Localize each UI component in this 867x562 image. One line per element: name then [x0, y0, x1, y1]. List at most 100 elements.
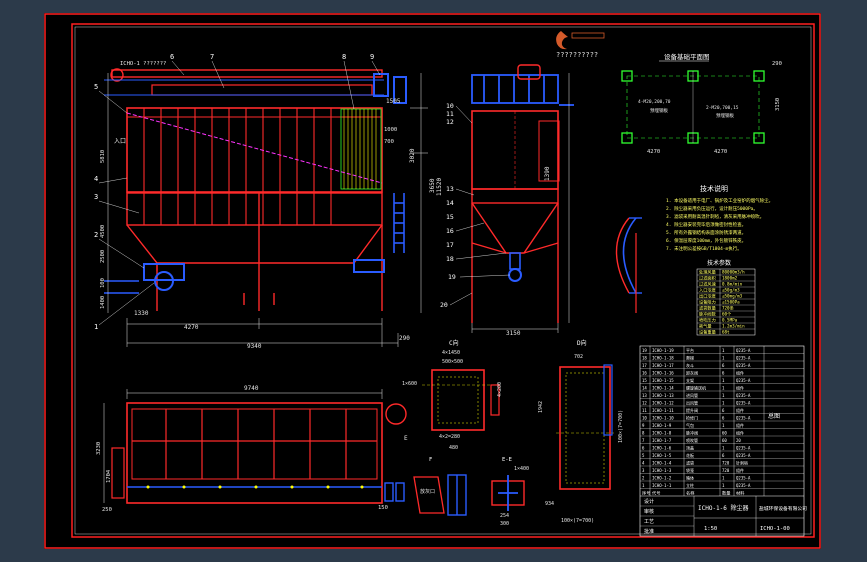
notes-title: 技术说明 [700, 184, 728, 193]
callout-4: 4 [94, 175, 98, 183]
front-side-dim-3: 100 [100, 278, 106, 288]
parts-cell-no: 10 [642, 415, 647, 420]
parts-cell-mat: Q235-A [736, 355, 751, 360]
parts-cell-mat: Q235-A [736, 445, 751, 450]
parts-cell-qty: 720 [722, 468, 730, 473]
company-logo: ?????????? [556, 31, 605, 59]
parts-cell-no: 14 [642, 385, 647, 390]
callout-7: 7 [210, 53, 214, 61]
view-c-dim-2: 4×200 [497, 382, 503, 397]
view-e-dim-1: 254 [500, 513, 509, 519]
front-dim-side-1: 3020 [409, 148, 416, 163]
parts-cell-name: 灰斗 [686, 362, 694, 368]
parts-cell-no: 3 [642, 468, 645, 473]
parts-cell-no: 15 [642, 378, 647, 383]
view-c-dim-0: 4×1450 [442, 350, 460, 356]
front-side-dim-0: 5810 [100, 150, 106, 163]
title-row-3: 批准 [644, 528, 654, 535]
spec-row-name: 过滤风速 [699, 281, 717, 288]
callout-13: 13 [446, 185, 454, 193]
note-line-3: 4. 除尘器安装完毕后须做密封性检查。 [666, 221, 746, 228]
parts-cell-name: 爬梯 [686, 354, 694, 360]
spec-row-value: 0.5MPa [722, 318, 738, 323]
parts-cell-mat: Q235-A [736, 348, 751, 353]
parts-cell-code: ICHO-1-5 [652, 453, 672, 458]
parts-cell-qty: 1 [722, 475, 725, 480]
spec-row-name: 喷吹压力 [699, 317, 716, 324]
front-side-dim-5: 1000 [384, 127, 397, 133]
parts-cell-qty: 60 [722, 438, 727, 443]
parts-cell-mat: Q235-A [736, 475, 751, 480]
parts-cell-mat: 组件 [736, 467, 744, 473]
foundation-dim-1: 4270 [714, 149, 727, 155]
drawing-inner-frame [71, 23, 815, 538]
detail-curve [615, 217, 642, 313]
spec-row-value: 1800m2 [722, 276, 738, 281]
bottom-dim-overall: 9740 [244, 385, 259, 392]
view-e-title: E-E [502, 457, 512, 463]
parts-cell-name: 立柱 [686, 482, 694, 488]
spec-table-title: 技术参数 [707, 259, 731, 267]
title-block: 设计 审核 工艺 批准 ICHO-1-6 除尘器 盐城环保设备有限公司 1:50… [640, 412, 807, 536]
spec-row-name: 过滤面积 [699, 275, 716, 282]
parts-cell-mat: 组件 [736, 422, 744, 428]
view-f-label: 放灰口 [420, 488, 435, 495]
company-name: 盐城环保设备有限公司 [759, 505, 807, 512]
parts-cell-no: 12 [642, 400, 647, 405]
parts-cell-code: ICHO-1-15 [652, 378, 674, 383]
side-dim-upper: 1390 [544, 166, 551, 181]
front-side-dim-1: 4500 [100, 225, 106, 238]
parts-header-qty: 数量 [722, 489, 730, 496]
callout-11: 11 [446, 110, 454, 118]
callout-8: 8 [342, 53, 346, 61]
front-view: 4270 9340 290 1330 1505 3020 3650 ICHO-1… [94, 53, 436, 350]
note-line-5: 6. 保温层厚度100mm，外包镀锌铁皮。 [666, 237, 746, 244]
parts-cell-code: ICHO-1-1 [652, 483, 672, 488]
parts-cell-no: 18 [642, 355, 647, 360]
parts-cell-no: 8 [642, 430, 645, 435]
foundation-label-0: 4-M20,200,70 [638, 99, 671, 105]
parts-cell-qty: 1 [722, 483, 725, 488]
front-side-dim-2: 2500 [100, 250, 106, 263]
parts-cell-qty: 6 [722, 363, 725, 368]
callout-16: 16 [446, 227, 454, 235]
parts-cell-name: 脉冲阀 [686, 429, 698, 435]
drawing-total: 总图 [768, 412, 780, 420]
parts-cell-no: 6 [642, 445, 645, 450]
parts-cell-code: ICHO-1-13 [652, 393, 674, 398]
callout-12: 12 [446, 118, 454, 126]
logo-caption: ?????????? [556, 51, 598, 59]
parts-cell-mat: Q235-A [736, 378, 751, 383]
callout-9: 9 [370, 53, 374, 61]
view-c-dim-1: 500×500 [442, 359, 463, 365]
parts-cell-no: 13 [642, 393, 647, 398]
parts-cell-no: 1 [642, 483, 645, 488]
spec-row-value: 60个 [722, 312, 732, 317]
parts-cell-name: 卸灰阀 [686, 369, 698, 375]
bottom-dim-left-0: 3230 [96, 442, 102, 455]
parts-cell-name: 箱体 [686, 474, 694, 480]
cad-viewport[interactable]: ?????????? [44, 13, 821, 549]
foundation-dim-2: 290 [772, 61, 782, 67]
view-c-base: 480 [449, 445, 458, 451]
parts-cell-no: 11 [642, 408, 647, 413]
front-dim-overall: 9340 [247, 343, 262, 350]
foundation-title: 设备基础平面图 [664, 52, 710, 61]
parts-cell-no: 9 [642, 423, 645, 428]
parts-cell-no: 19 [642, 348, 647, 353]
foundation-label-2: 预埋钢板 [650, 107, 668, 114]
parts-cell-name: 气包 [686, 422, 694, 428]
parts-cell-code: ICHO-1-12 [652, 400, 674, 405]
parts-cell-code: ICHO-1-8 [652, 430, 672, 435]
foundation-dim-0: 4270 [647, 149, 660, 155]
spec-row-value: 80000m3/h [722, 270, 745, 275]
parts-cell-qty: 1 [722, 393, 725, 398]
spec-row-value: 720条 [722, 305, 735, 311]
spec-row-value: 0.8m/min [722, 282, 743, 287]
parts-cell-name: 袋笼 [686, 467, 694, 473]
parts-cell-qty: 1 [722, 423, 725, 428]
side-view: 3150 11520 1390 10 11 12 13 14 15 16 17 … [436, 64, 574, 337]
parts-cell-code: ICHO-1-11 [652, 408, 674, 413]
callout-20: 20 [440, 301, 448, 309]
spec-row-name: 入口浓度 [699, 287, 717, 294]
